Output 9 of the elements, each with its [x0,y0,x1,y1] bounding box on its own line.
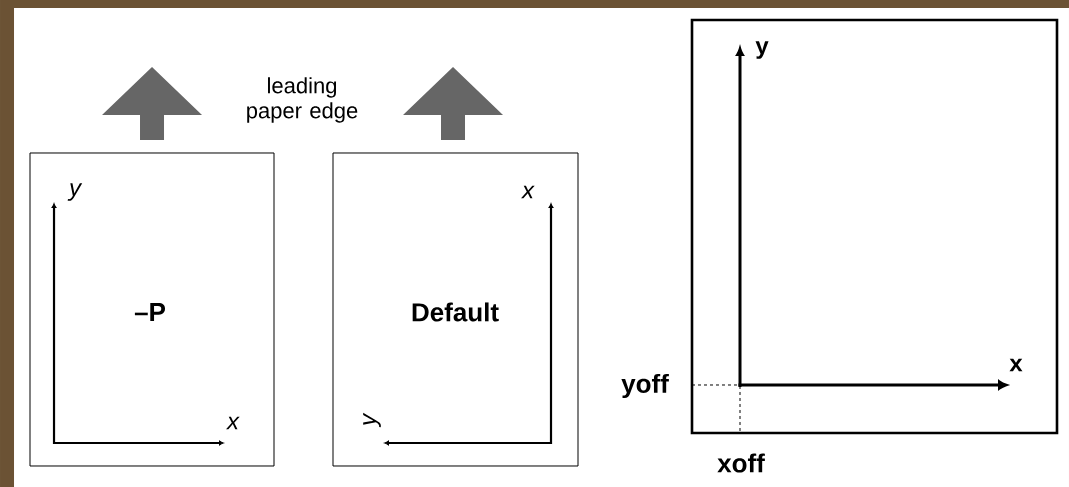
page-box [690,18,1059,435]
axis-label: x [1009,358,1023,372]
axis-label: x [521,185,535,199]
axis-label: y [363,412,381,428]
axis-label: y [67,183,83,201]
axis-label: x [226,416,240,430]
caption-text: leading paper edge [247,77,358,123]
axis-label: y [755,41,769,59]
offset-label: yoff [621,373,669,399]
